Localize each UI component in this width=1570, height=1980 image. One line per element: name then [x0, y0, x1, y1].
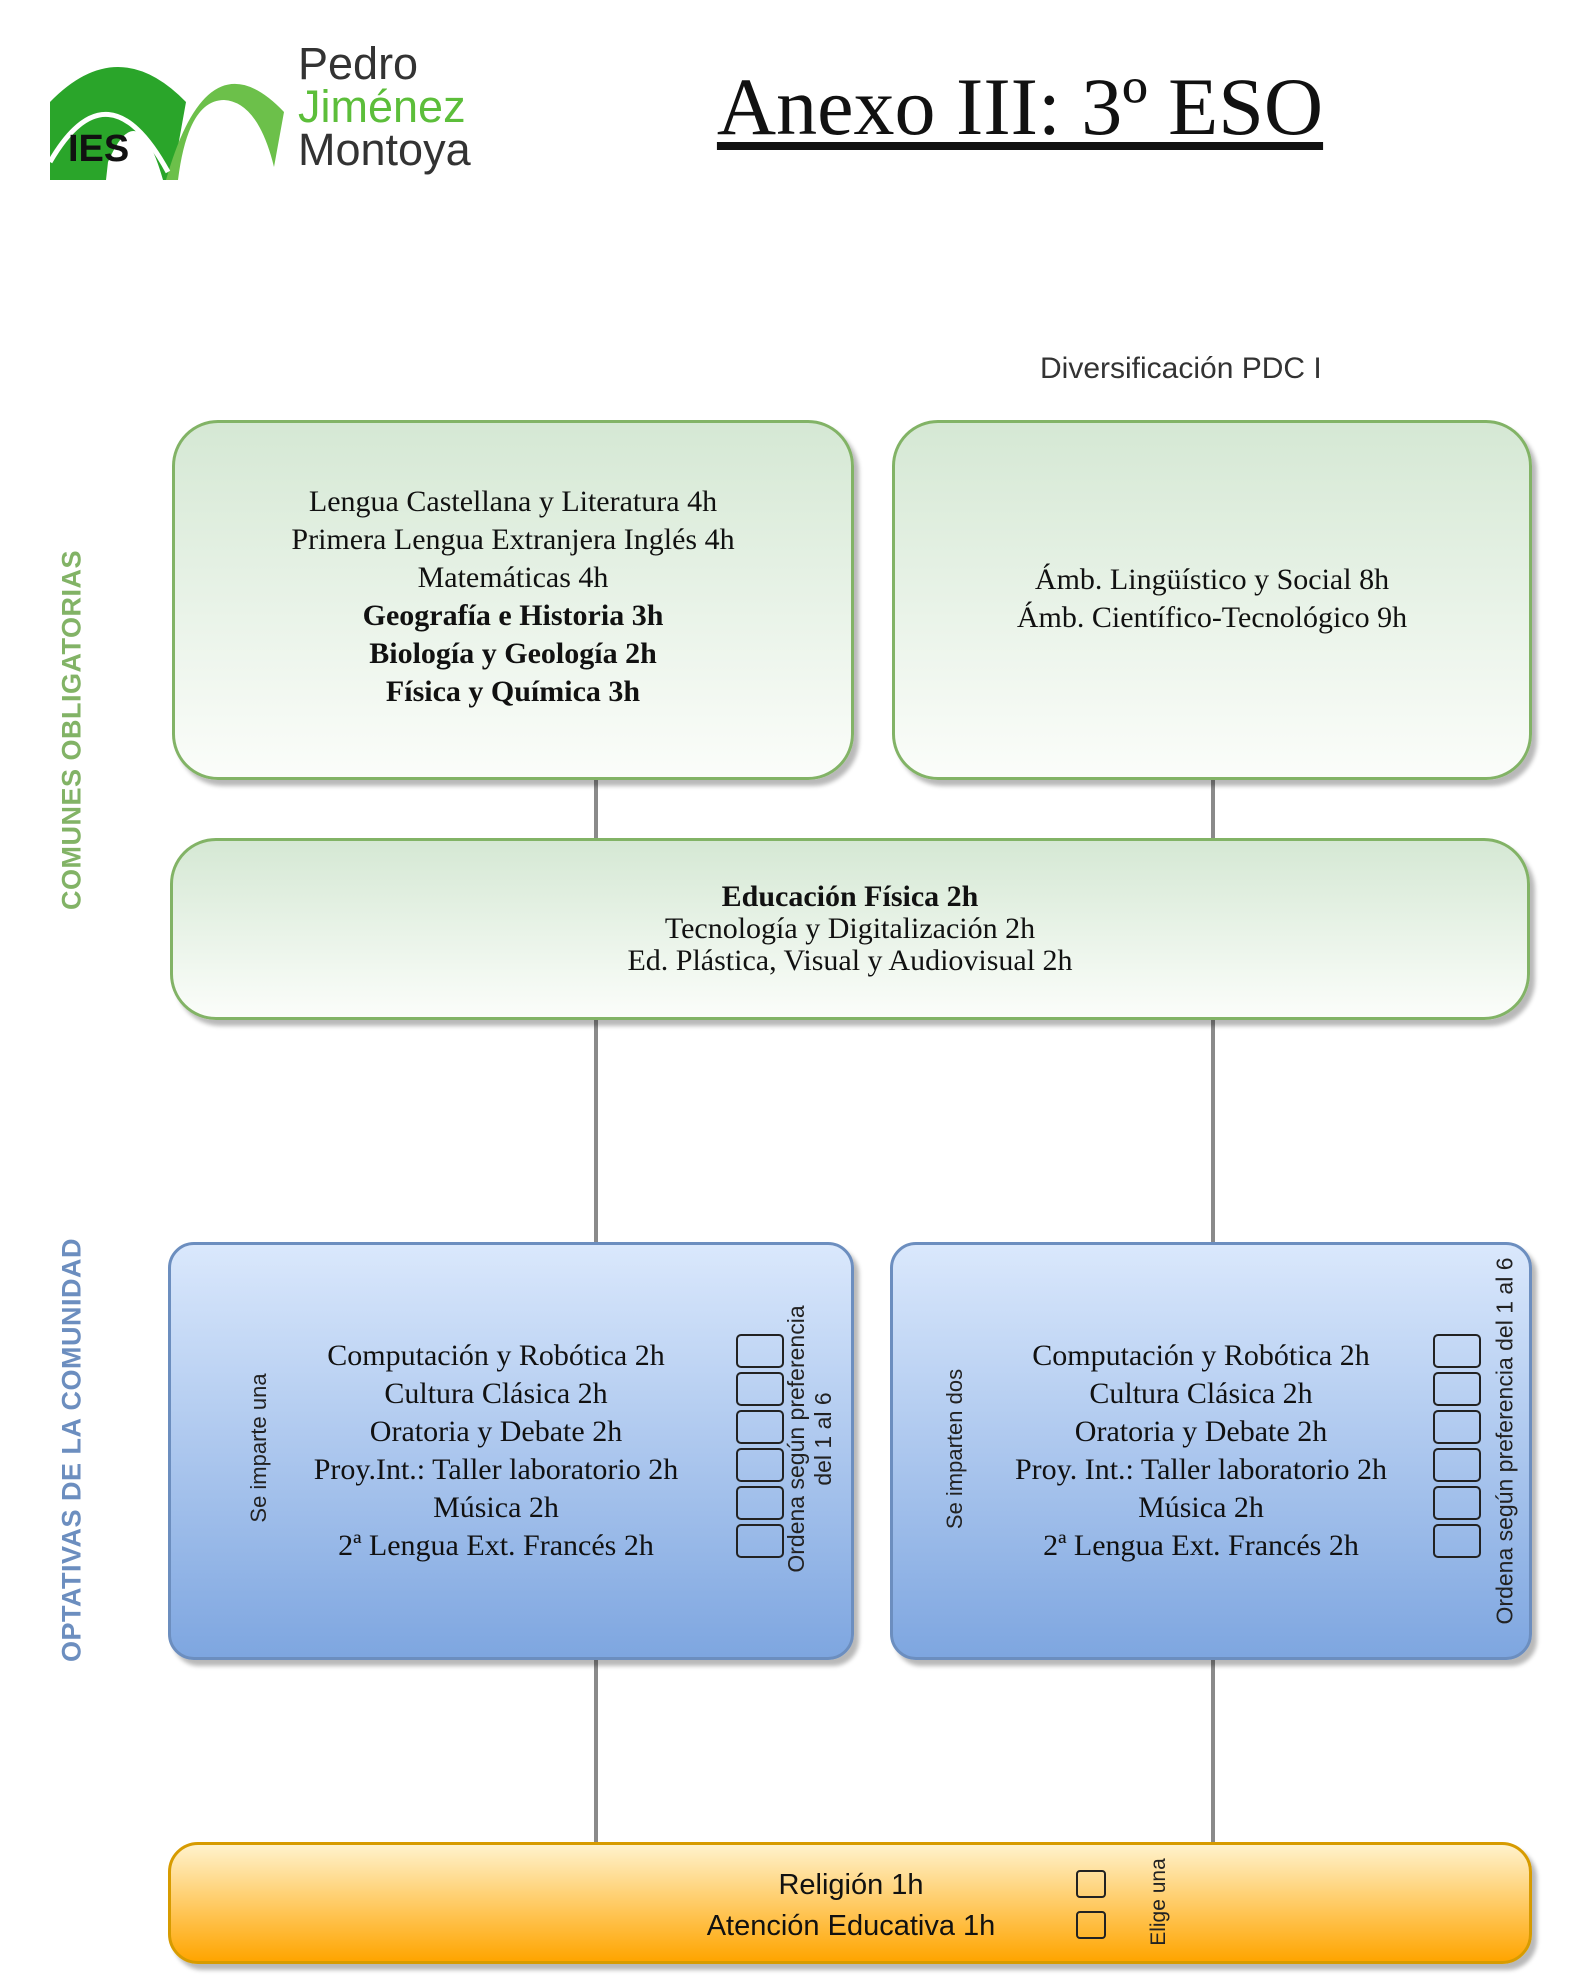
- elective-item: Música 2h: [433, 1491, 559, 1524]
- preference-box[interactable]: [736, 1334, 784, 1368]
- elective-item: 2ª Lengua Ext. Francés 2h: [338, 1529, 654, 1562]
- preference-box[interactable]: [1433, 1410, 1481, 1444]
- elective-item: Cultura Clásica 2h: [1089, 1377, 1313, 1410]
- note-se-imparten-dos: Se imparten dos: [942, 1368, 967, 1530]
- diversificacion-label: Diversificación PDC I: [1040, 352, 1322, 385]
- comunes-right-list: Ámb. Lingüístico y Social 8h Ámb. Cientí…: [895, 561, 1529, 637]
- logo-line-3: Montoya: [298, 124, 471, 175]
- note-se-imparte-una: Se imparte una: [246, 1373, 271, 1523]
- connector-left-3: [594, 1660, 598, 1842]
- subject-item: Matemáticas 4h: [417, 561, 609, 594]
- connector-right-1: [1211, 780, 1215, 840]
- school-logo: IES Pedro Jiménez Montoya: [48, 38, 508, 182]
- comunes-left-box: Lengua Castellana y Literatura 4h Primer…: [172, 420, 854, 780]
- choice-checkbox[interactable]: [1076, 1911, 1106, 1939]
- preference-box[interactable]: [1433, 1524, 1481, 1558]
- connector-left-2: [594, 1020, 598, 1246]
- comunes-shared-list: Educación Física 2h Tecnología y Digital…: [173, 881, 1527, 977]
- comunes-shared-box: Educación Física 2h Tecnología y Digital…: [170, 838, 1530, 1020]
- choice-checkbox[interactable]: [1076, 1870, 1106, 1898]
- side-label-comunes: COMUNES OBLIGATORIAS: [56, 549, 87, 911]
- elective-item: Oratoria y Debate 2h: [369, 1415, 623, 1448]
- elective-item: Computación y Robótica 2h: [327, 1339, 665, 1372]
- subject-item: Primera Lengua Extranjera Inglés 4h: [291, 523, 735, 556]
- optativas-left-box: Se imparte una Computación y Robótica 2h…: [168, 1242, 854, 1660]
- preference-box[interactable]: [1433, 1448, 1481, 1482]
- preference-box[interactable]: [736, 1448, 784, 1482]
- preference-box[interactable]: [1433, 1334, 1481, 1368]
- elective-item: Música 2h: [1138, 1491, 1264, 1524]
- logo-initials: IES: [68, 128, 130, 170]
- comunes-right-box: Ámb. Lingüístico y Social 8h Ámb. Cientí…: [892, 420, 1532, 780]
- subject-item: Geografía e Historia 3h: [362, 599, 664, 632]
- elective-item: 2ª Lengua Ext. Francés 2h: [1043, 1529, 1359, 1562]
- subject-item: Ámb. Lingüístico y Social 8h: [1034, 563, 1390, 596]
- religion-box: Religión 1h Atención Educativa 1h Elige …: [168, 1842, 1532, 1964]
- elective-item: Proy. Int.: Taller laboratorio 2h: [1015, 1453, 1387, 1486]
- optativas-left-list: Computación y Robótica 2h Cultura Clásic…: [271, 1337, 721, 1565]
- note-elige-una: Elige una: [1147, 1858, 1170, 1946]
- optativas-right-list: Computación y Robótica 2h Cultura Clásic…: [973, 1337, 1429, 1565]
- elective-item: Oratoria y Debate 2h: [1074, 1415, 1328, 1448]
- subject-item: Educación Física 2h: [721, 880, 979, 913]
- subject-item: Tecnología y Digitalización 2h: [664, 912, 1036, 945]
- preference-box[interactable]: [1433, 1372, 1481, 1406]
- side-label-optativas: OPTATIVAS DE LA COMUNIDAD: [56, 1238, 87, 1662]
- preference-box[interactable]: [1433, 1486, 1481, 1520]
- connector-left-1: [594, 780, 598, 840]
- logo-line-1: Pedro: [298, 38, 419, 89]
- preference-box[interactable]: [736, 1486, 784, 1520]
- preference-box[interactable]: [736, 1524, 784, 1558]
- option-item: Religión 1h: [778, 1869, 924, 1901]
- note-ordena-preferencia: Ordena según preferencia del 1 al 6: [783, 1305, 836, 1573]
- religion-list: Religión 1h Atención Educativa 1h: [651, 1865, 1051, 1947]
- subject-item: Biología y Geología 2h: [369, 637, 657, 670]
- subject-item: Física y Química 3h: [385, 675, 641, 708]
- connector-right-3: [1211, 1660, 1215, 1842]
- elective-item: Proy.Int.: Taller laboratorio 2h: [313, 1453, 679, 1486]
- logo-line-2: Jiménez: [298, 81, 466, 132]
- connector-right-2: [1211, 1020, 1215, 1246]
- elective-item: Computación y Robótica 2h: [1032, 1339, 1370, 1372]
- elective-item: Cultura Clásica 2h: [384, 1377, 608, 1410]
- preference-box[interactable]: [736, 1372, 784, 1406]
- comunes-left-list: Lengua Castellana y Literatura 4h Primer…: [175, 483, 851, 711]
- page-title: Anexo III: 3º ESO: [716, 61, 1324, 152]
- logo-arches-icon: [48, 67, 284, 180]
- subject-item: Ed. Plástica, Visual y Audiovisual 2h: [627, 944, 1073, 977]
- option-item: Atención Educativa 1h: [706, 1910, 996, 1942]
- preference-box[interactable]: [736, 1410, 784, 1444]
- optativas-right-box: Se imparten dos Computación y Robótica 2…: [890, 1242, 1532, 1660]
- note-ordena-preferencia: Ordena según preferencia del 1 al 6: [1491, 1257, 1518, 1625]
- subject-item: Lengua Castellana y Literatura 4h: [308, 485, 718, 518]
- subject-item: Ámb. Científico-Tecnológico 9h: [1016, 601, 1408, 634]
